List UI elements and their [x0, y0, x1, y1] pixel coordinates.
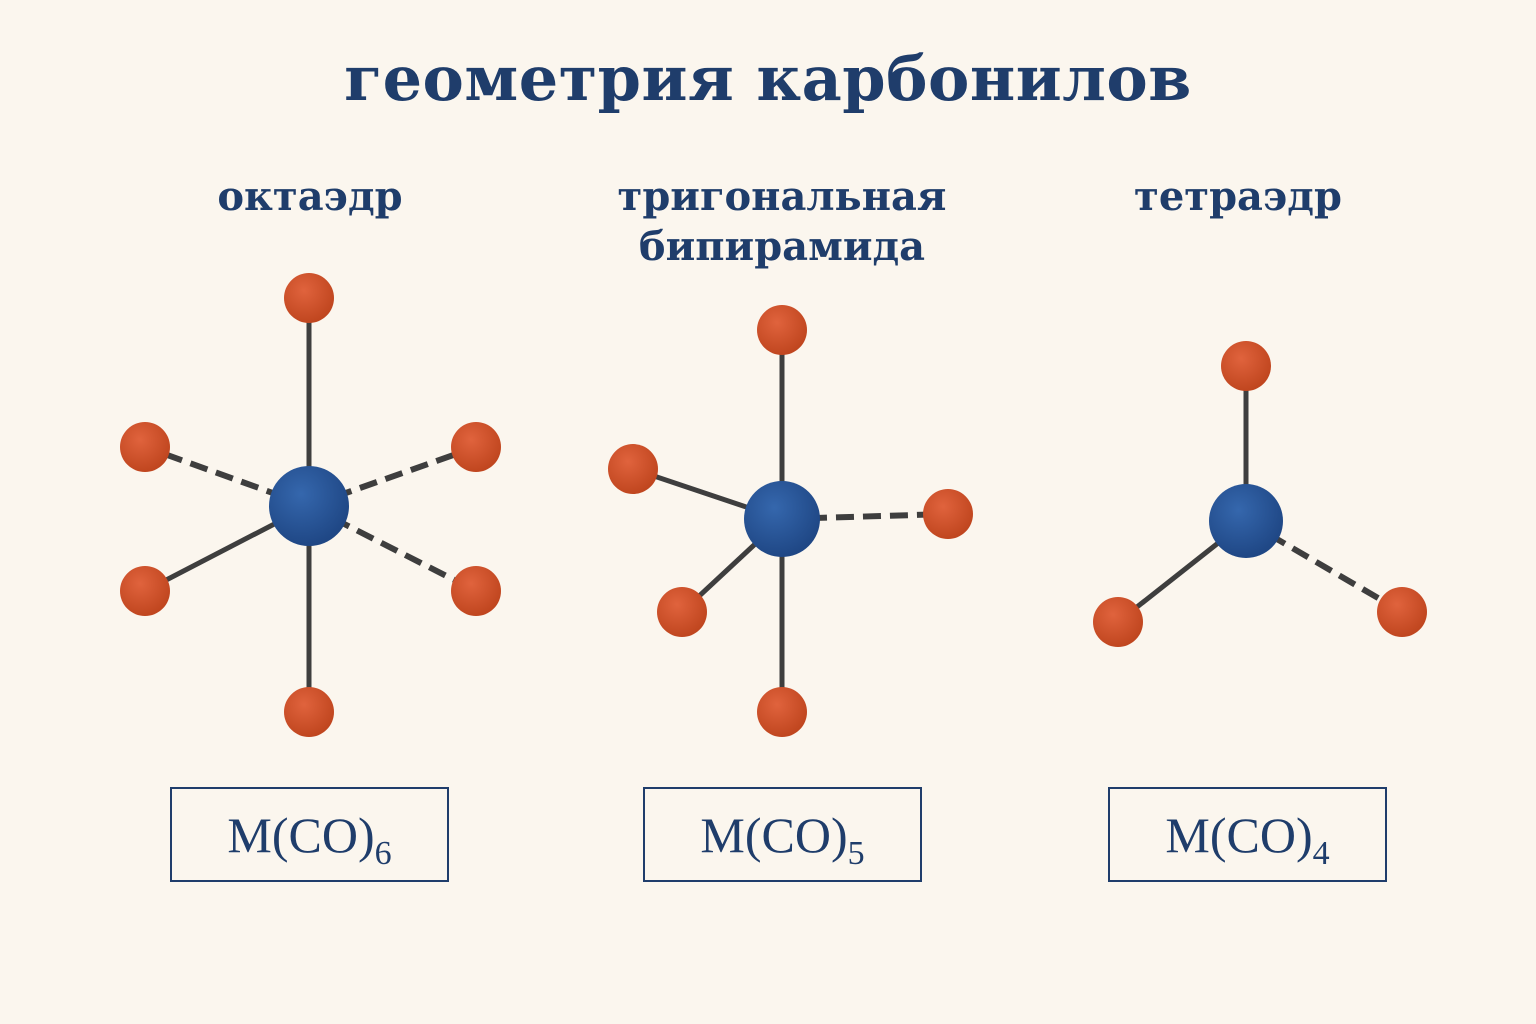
formula-text: M(CO)6 — [227, 806, 391, 871]
formula-box-octahedron: M(CO)6 — [170, 787, 449, 882]
ligand-atom — [284, 687, 334, 737]
formula-text: M(CO)4 — [1165, 806, 1329, 871]
ligand-atom — [757, 305, 807, 355]
ligand-atom — [1093, 597, 1143, 647]
ligand-atom — [1377, 587, 1427, 637]
ligand-atom — [923, 489, 973, 539]
ligand-atom — [284, 273, 334, 323]
formula-box-tetrahedron: M(CO)4 — [1108, 787, 1387, 882]
formula-subscript: 5 — [847, 834, 865, 872]
formula-base: M(CO) — [227, 806, 375, 863]
ligand-atom — [657, 587, 707, 637]
octahedron-molecule — [120, 273, 501, 737]
formula-subscript: 6 — [374, 834, 392, 872]
ligand-atom — [1221, 341, 1271, 391]
ligand-atom — [120, 566, 170, 616]
ligand-atom — [451, 422, 501, 472]
ligand-atom — [757, 687, 807, 737]
trigonal-bipyramid-molecule — [608, 305, 973, 737]
geometry-label-trigonal-bipyramid: тригональная бипирамида — [617, 173, 947, 270]
ligand-atom — [451, 566, 501, 616]
formula-base: M(CO) — [1165, 806, 1313, 863]
metal-atom — [269, 466, 349, 546]
metal-atom — [744, 481, 820, 557]
geometry-label-tetrahedron: тетраэдр — [1134, 173, 1342, 220]
formula-subscript: 4 — [1312, 834, 1330, 872]
tetrahedron-molecule — [1093, 341, 1427, 647]
formula-text: M(CO)5 — [700, 806, 864, 871]
formula-box-trigonal-bipyramid: M(CO)5 — [643, 787, 922, 882]
formula-base: M(CO) — [700, 806, 848, 863]
ligand-atom — [120, 422, 170, 472]
ligand-atom — [608, 444, 658, 494]
metal-atom — [1209, 484, 1283, 558]
diagram-title: геометрия карбонилов — [344, 42, 1192, 115]
geometry-label-octahedron: октаэдр — [217, 173, 403, 220]
